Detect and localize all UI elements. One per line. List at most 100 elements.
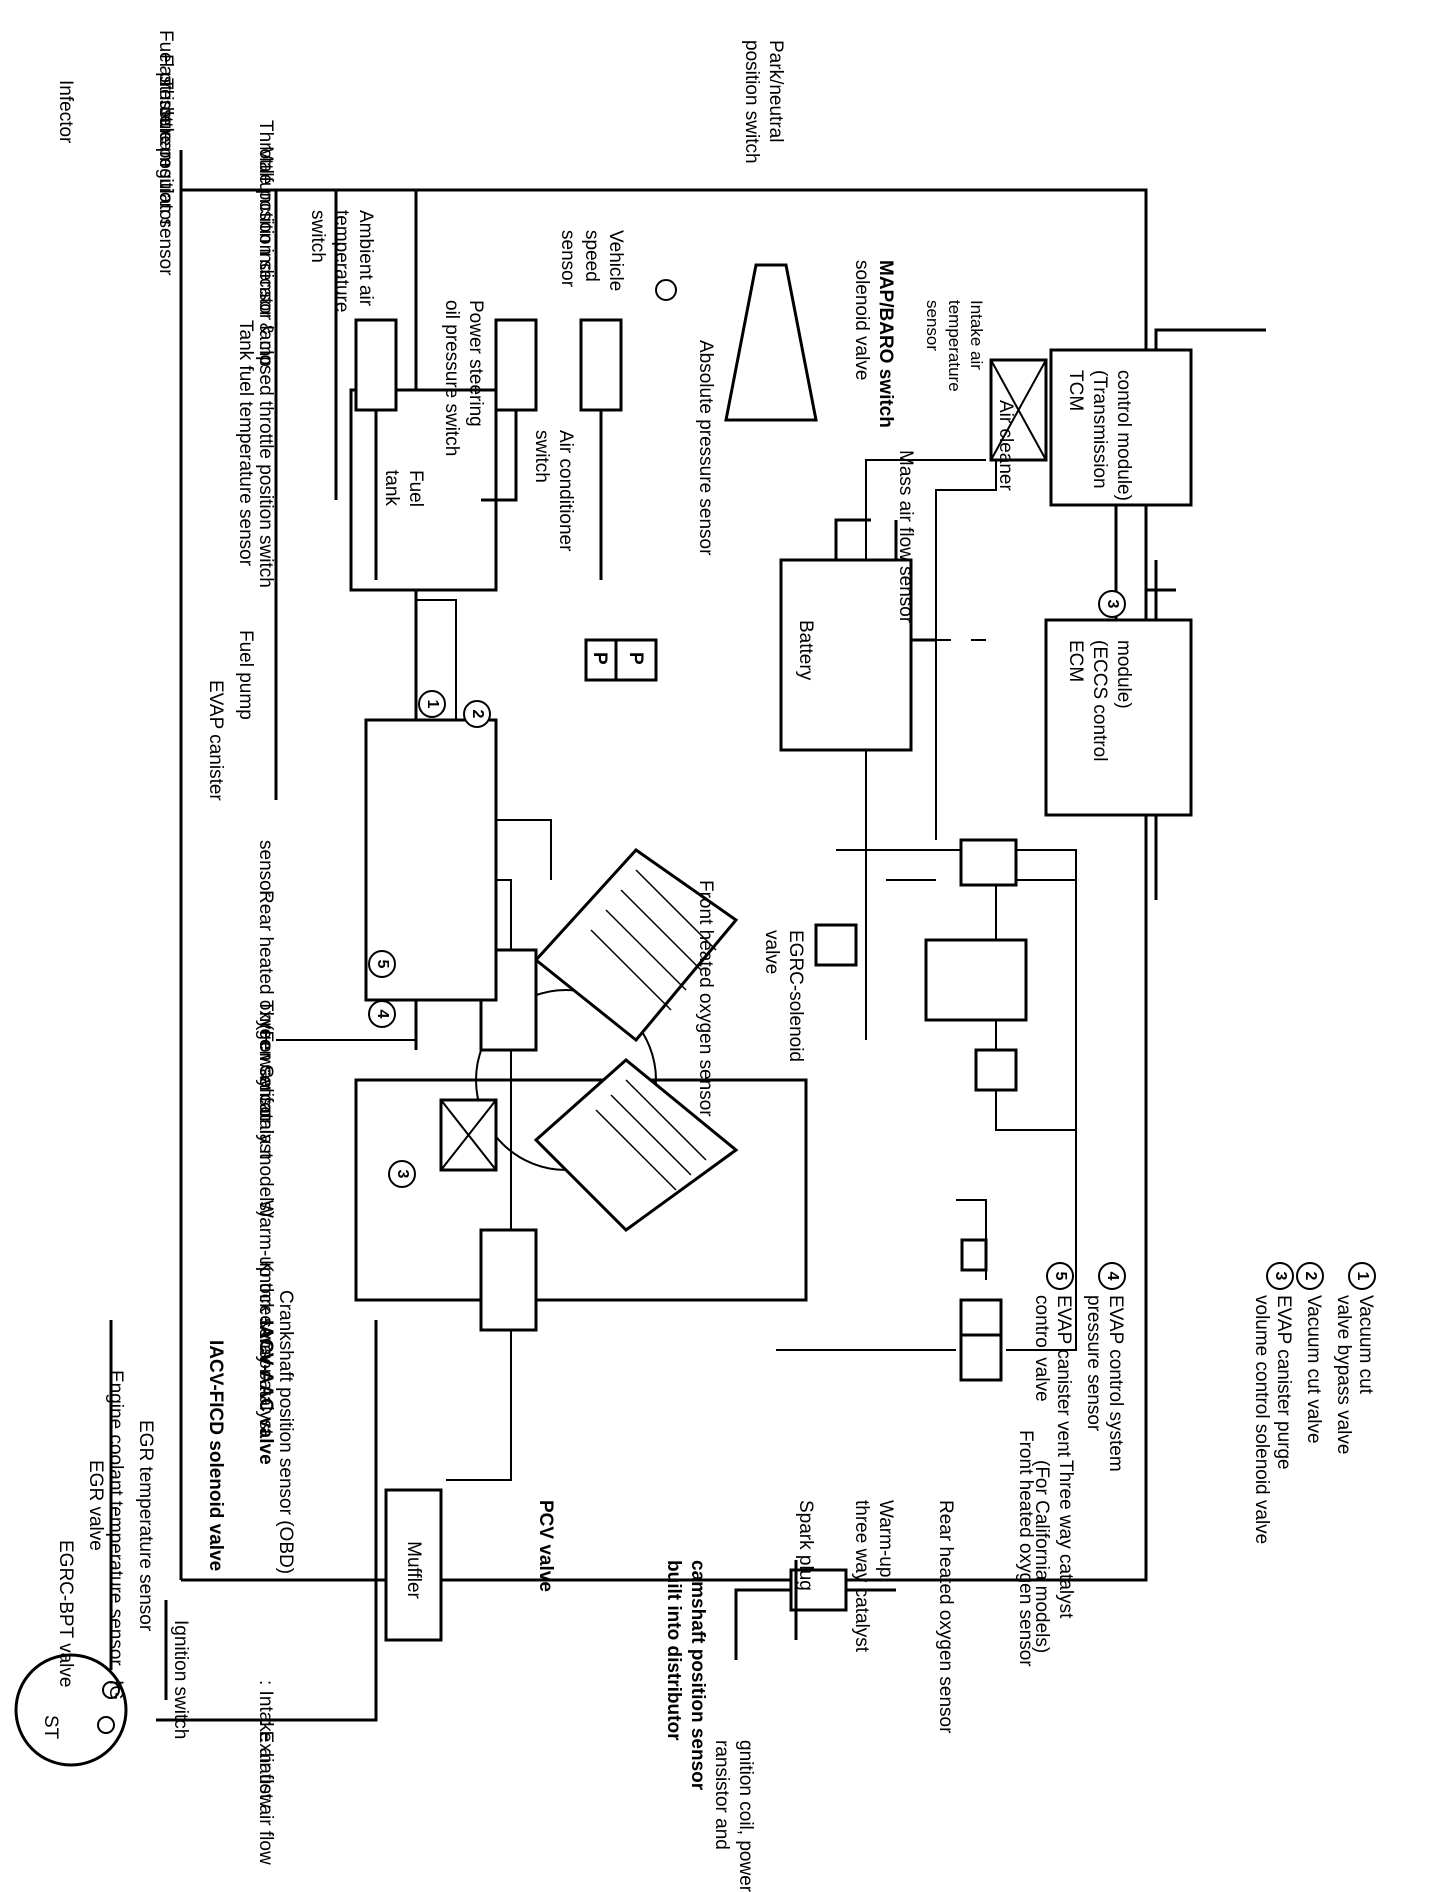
warmup-left-1: Warm-up	[875, 1500, 896, 1578]
ecm-box	[1044, 618, 1193, 817]
battery-box	[779, 558, 913, 752]
egrc-solenoid-label-1: EGRC-solenoid	[785, 930, 806, 1062]
legend-text-5b: control valve	[1031, 1295, 1052, 1402]
vss-label-3: sensor	[557, 230, 578, 288]
egr-temp-label: EGR temperature sensor	[135, 1420, 156, 1632]
evap-pipes	[276, 599, 552, 1041]
callout-1: 1	[418, 690, 446, 718]
fuel-tank-box	[349, 388, 498, 592]
air-cleaner-cross	[990, 359, 1047, 461]
vss-symbol	[655, 279, 677, 301]
ignition-wires	[109, 1320, 378, 1722]
legend-num-2: 2	[1296, 1262, 1324, 1290]
knock-sensor-label: Knock sensor	[255, 1260, 276, 1376]
fuel-tank-label-2: tank	[381, 470, 402, 506]
twc-right-2: (For California models)	[255, 1024, 276, 1218]
camshaft-label: camshaft position sensor	[687, 1560, 708, 1791]
egr-valve-label: EGR valve	[85, 1460, 106, 1551]
evap-canister-box	[364, 718, 498, 1002]
egrc-bpt-label: EGRC-BPT valve	[55, 1540, 76, 1688]
ecm-label-3: module)	[1113, 640, 1134, 709]
distributor-wires	[734, 1560, 896, 1660]
left-cylinder	[533, 1058, 739, 1232]
ac-switch-label-2: switch	[531, 430, 552, 483]
twc-left-2: (For California models)	[1031, 1460, 1052, 1654]
callout-3-mil: 3	[1098, 590, 1126, 618]
legend-num-5: 5	[1046, 1262, 1074, 1290]
egrc-bpt-valve-shape	[959, 1328, 1003, 1382]
ignition-coil-label-2: ransistor and	[711, 1740, 732, 1850]
engine-coolant-label: Engine coolant temperature sensor	[105, 1370, 126, 1666]
mass-air-flow-label: Mass air flow sensor	[895, 450, 916, 624]
ambient-label-1: Ambient air	[355, 210, 376, 307]
legend-text-3a: EVAP canister purge	[1273, 1295, 1294, 1470]
intake-air-temp-1: Intake air	[967, 300, 986, 370]
battery-label: Battery	[795, 620, 816, 681]
cylinder-hatching	[590, 869, 717, 1191]
infector-label: Infector	[55, 80, 76, 144]
throttle-sensor-box	[959, 838, 1018, 887]
egrc-solenoid-shape	[814, 923, 858, 967]
ps-switch-label-2: oil pressure switch	[441, 300, 462, 457]
spark-plug-label: Spark plug	[795, 1500, 816, 1591]
engine-control-system-diagram: 1 Vacuum cut valve bypass valve 2 Vacuum…	[14, 30, 1376, 1892]
ps-switch-label-1: Power steering	[465, 300, 486, 427]
ps-switch-box	[494, 318, 538, 412]
fuel-pump-label: Fuel pump	[235, 630, 256, 720]
twc-left-1: Three way catalyst	[1055, 1460, 1076, 1619]
legend-text-1b: valve bypass valve	[1333, 1295, 1354, 1455]
tank-fuel-temp-label: Tank fuel temperature sensor	[235, 320, 256, 567]
tcm-box	[1049, 348, 1193, 507]
throttle-body	[924, 938, 1028, 1022]
exhaust-air-flow-label: : Exhaust air flow	[255, 1720, 276, 1865]
evap-canister-label: EVAP canister	[205, 680, 226, 801]
crankshaft-label: Crankshaft position sensor (OBD)	[275, 1290, 296, 1575]
purge-valve-cross	[440, 1099, 497, 1171]
park-neutral-label-2: position switch	[741, 40, 762, 164]
intake-air-temp-2: temperature	[945, 300, 964, 392]
legend-text-2: Vacuum cut valve	[1303, 1295, 1324, 1444]
egrc-solenoid-label-2: valve	[761, 930, 782, 975]
ig-label: IG	[105, 1680, 126, 1701]
front-ho2s-right: Front heated oxygen sensor	[695, 880, 716, 1117]
battery-wires	[834, 518, 936, 642]
legend-num-4: 4	[1098, 1262, 1126, 1290]
left-catalyst	[479, 1228, 538, 1332]
tcm-label-1: TCM	[1065, 370, 1086, 412]
legend-text-3b: volume control solenoid valve	[1251, 1295, 1272, 1545]
ambient-label-2: temperature	[331, 210, 352, 313]
ignition-coil-label: gnition coil, power	[735, 1740, 756, 1892]
legend-text-5a: EVAP canister vent	[1053, 1295, 1074, 1457]
callout-2: 2	[463, 700, 491, 728]
legend-num-1: 1	[1348, 1262, 1376, 1290]
transmission-shape	[724, 263, 818, 422]
harness-frame	[179, 150, 1148, 1582]
intake-duct	[865, 440, 997, 1040]
rear-ho2s-left: Rear heated oxygen sensor	[935, 1500, 956, 1734]
vss-label-1: Vehicle	[605, 230, 626, 292]
callout-5: 5	[368, 950, 396, 978]
absolute-pressure-shape	[584, 638, 618, 682]
ecm-label-2: (ECCS control	[1089, 640, 1110, 762]
legend-text-4a: EVAP control system	[1105, 1295, 1126, 1472]
pcv-valve-label: PCV valve	[535, 1500, 556, 1592]
ambient-label-3: switch	[307, 210, 328, 263]
tcm-label-3: control module)	[1113, 370, 1134, 501]
tps-label: Throttle position sensor	[155, 78, 176, 276]
distributor-label: built into distributor	[663, 1560, 684, 1741]
iacv-ficd-label: IACV-FICD solenoid valve	[205, 1340, 226, 1572]
vss-label-2: speed	[581, 230, 602, 282]
ecm-label-1: ECM	[1065, 640, 1086, 683]
st-label: ST	[40, 1715, 61, 1740]
switch-wires	[374, 410, 603, 580]
absolute-pressure-label: Absolute pressure sensor	[695, 340, 716, 556]
ac-switch-label-1: Air conditioner	[555, 430, 576, 552]
park-neutral-label-1: Park/neutral	[765, 40, 786, 143]
iacv-ficd-shape	[974, 1048, 1018, 1092]
ignition-switch-body	[14, 1653, 128, 1767]
tcm-label-2: (Transmission	[1089, 370, 1110, 489]
legend-text-1a: Vacuum cut	[1355, 1295, 1376, 1394]
p-label-2: P	[589, 652, 610, 665]
map-baro-label-2: solenoid valve	[851, 260, 872, 381]
ig-terminal	[102, 1681, 120, 1699]
